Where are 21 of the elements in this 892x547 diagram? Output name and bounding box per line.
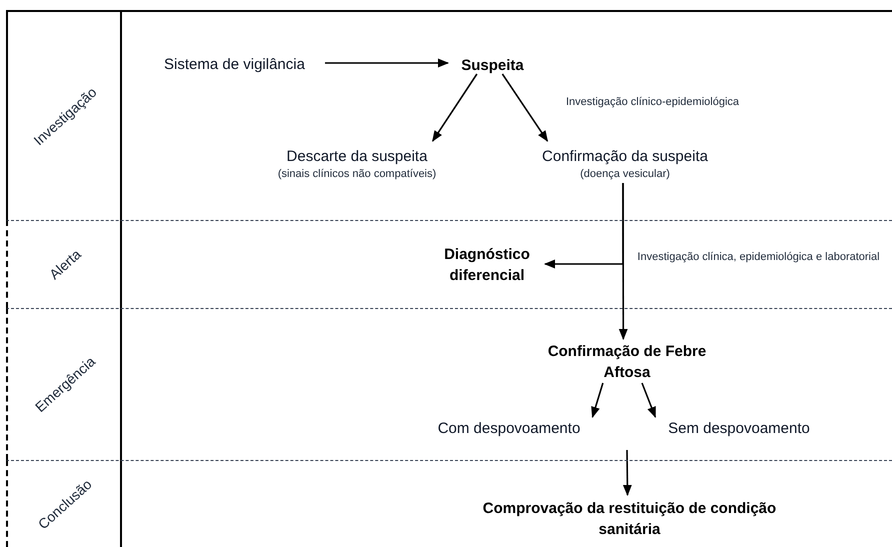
step-label: Confirmação da suspeita: [542, 146, 708, 166]
step-label: Sistema de vigilância: [164, 55, 305, 75]
step-label: Suspeita: [461, 56, 524, 76]
arrow: [641, 382, 656, 418]
step-label: Comprovação da restituição de condição sanitária: [482, 499, 778, 540]
swimlane: [6, 460, 892, 547]
step-label: Sem despovoamento: [668, 419, 810, 439]
arrow: [432, 74, 478, 142]
step-note: (doença vesicular): [580, 166, 670, 182]
step-label: Com despovoamento: [438, 419, 580, 439]
arrow: [618, 183, 628, 340]
arrow: [591, 382, 604, 418]
edge-label: Investigação clínica, epidemiológica e laboratorial: [636, 250, 881, 265]
arrow: [502, 74, 548, 142]
swimlane: [6, 308, 892, 460]
step-label: Confirmação de Febre Aftosa: [546, 342, 708, 383]
step-label: Descarte da suspeita: [286, 146, 428, 166]
arrow: [325, 58, 450, 68]
step-note: (sinais clínicos não compatíveis): [278, 166, 436, 182]
arrow: [622, 450, 632, 496]
step-label: Diagnóstico diferencial: [443, 245, 531, 286]
